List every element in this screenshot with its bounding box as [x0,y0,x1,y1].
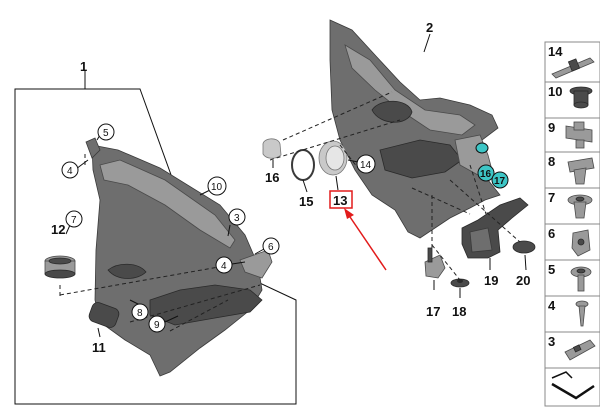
legend-item-10[interactable]: 10 [544,81,600,119]
callout-8[interactable]: 8 [137,308,143,319]
legend-item-8[interactable]: 8 [544,151,600,189]
callout-18[interactable]: 18 [452,304,466,319]
callout-13-highlight-box [329,190,353,209]
part-17-mount[interactable] [424,247,446,279]
plug-cap-icon [569,86,593,109]
teal-mount-top [475,142,489,154]
legend-number-7: 7 [548,190,555,205]
callout-4b[interactable]: 4 [221,261,227,272]
part-15-ring[interactable] [291,149,315,181]
expanding-rivet-icon [567,157,595,185]
legend-number-5: 5 [548,262,555,277]
legend-number-10: 10 [548,84,562,99]
callout-16[interactable]: 16 [265,170,279,185]
legend-item-6[interactable]: 6 [544,223,600,261]
callout-12[interactable]: 12 [51,222,65,237]
callout-3[interactable]: 3 [234,213,240,224]
part-12-cup[interactable] [44,255,76,279]
group-1-outline [14,83,297,405]
legend-footer[interactable] [544,367,600,407]
spreader-nut-icon [571,229,591,257]
callout-1[interactable]: 1 [80,59,87,74]
part-16-cap[interactable] [262,138,282,159]
part-11-pad[interactable] [87,301,120,329]
callout-15[interactable]: 15 [299,194,313,209]
callout-20[interactable]: 20 [516,273,530,288]
callout-2[interactable]: 2 [426,20,433,35]
callout-9[interactable]: 9 [154,320,160,331]
left-trim-panel[interactable] [85,137,273,377]
legend-number-14: 14 [548,44,563,59]
legend-item-5[interactable]: 5 [544,259,600,297]
part-20-pad[interactable] [512,240,536,254]
callout-7[interactable]: 7 [71,215,77,226]
callout-11[interactable]: 11 [92,340,106,355]
callout-10[interactable]: 10 [211,182,223,193]
legend-item-3[interactable]: 3 [544,331,600,369]
callout-13[interactable]: 13 [333,193,347,208]
callouts: 2 5 4 10 7 3 12 6 4 8 [51,20,530,355]
right-trim-panel[interactable] [329,19,501,239]
legend-number-8: 8 [548,154,555,169]
callout-17-teal[interactable]: 17 [494,176,506,187]
callout-6[interactable]: 6 [268,242,274,253]
part-18-disc[interactable] [450,278,470,288]
legend-item-14[interactable]: 14 [544,41,600,83]
return-arrow-icon [551,382,595,400]
part-19-bracket[interactable] [461,197,529,259]
flange-screw-icon [570,266,592,292]
callout-17[interactable]: 17 [426,304,440,319]
highlight-arrow [344,208,387,271]
legend-item-4[interactable]: 4 [544,295,600,333]
legend-item-9[interactable]: 9 [544,117,600,153]
screw-icon [575,300,589,327]
callout-4a[interactable]: 4 [67,166,73,177]
legend-number-6: 6 [548,226,555,241]
legend-item-7[interactable]: 7 [544,187,600,225]
part-13-ring[interactable] [318,140,348,176]
legend-column: 14 10 9 8 [544,41,600,407]
push-rivet-icon [567,194,593,219]
pin-clip-head [567,58,581,72]
right-assembly [262,19,536,288]
bracket-clip-icon [564,339,596,361]
legend-number-9: 9 [548,120,555,135]
callout-5[interactable]: 5 [103,128,109,139]
callout-14[interactable]: 14 [360,160,372,171]
legend-number-4: 4 [548,298,556,313]
legend-number-3: 3 [548,334,555,349]
callout-16-teal[interactable]: 16 [480,169,492,180]
callout-19[interactable]: 19 [484,273,498,288]
sheet-clip-icon [565,121,593,149]
